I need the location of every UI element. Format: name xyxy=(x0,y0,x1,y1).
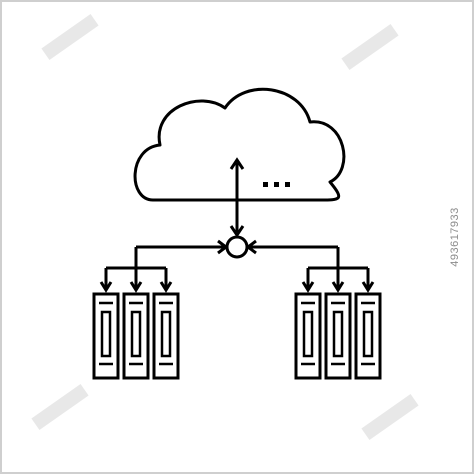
right-server-details xyxy=(301,301,375,366)
server-unit xyxy=(92,292,120,380)
left-server-details xyxy=(99,301,173,366)
left-connector-lines xyxy=(99,239,229,293)
stock-id-label: 493617933 xyxy=(449,207,461,267)
server-unit xyxy=(354,292,382,380)
cloud-link-arrow xyxy=(229,157,245,238)
server-rack-icon-left xyxy=(92,292,180,380)
cloud-icon xyxy=(133,87,346,202)
watermark-pattern xyxy=(31,14,419,440)
server-unit xyxy=(122,292,150,380)
network-node-icon xyxy=(225,235,249,259)
server-unit xyxy=(324,292,352,380)
cloud-dots-icon xyxy=(263,182,290,187)
server-unit xyxy=(152,292,180,380)
right-connector-lines xyxy=(245,239,375,293)
server-unit xyxy=(294,292,322,380)
server-rack-icon-right xyxy=(294,292,382,380)
